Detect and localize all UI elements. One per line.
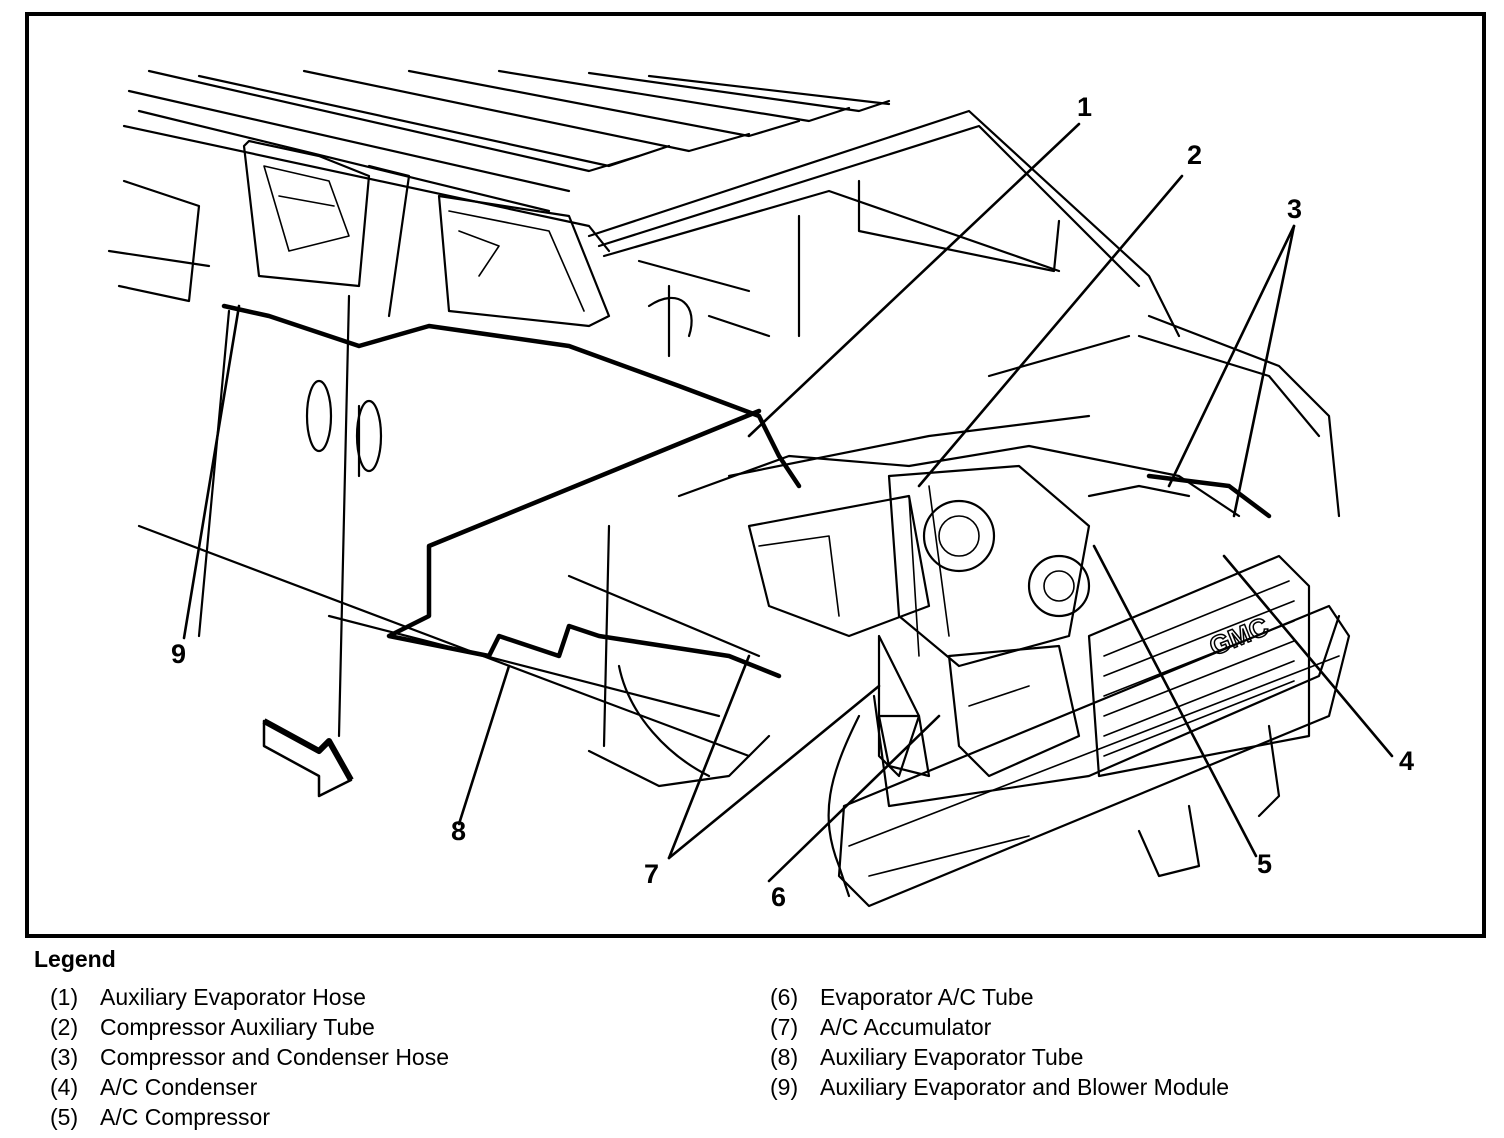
callout-5: 5: [1257, 849, 1273, 879]
leader-4: [1222, 554, 1394, 758]
leader-3a: [1167, 224, 1296, 488]
leader-8: [457, 664, 511, 826]
body-side: [137, 294, 861, 898]
vehicle-line-drawing: GMC: [107, 69, 1394, 908]
legend-label: A/C Condenser: [100, 1074, 258, 1100]
legend-label: Auxiliary Evaporator Hose: [100, 984, 366, 1010]
diagram-frame: GMC 1 2 3 4: [25, 12, 1486, 938]
callout-7: 7: [644, 859, 660, 889]
leader-9: [182, 304, 241, 640]
callout-1: 1: [1077, 92, 1093, 122]
legend-number: (2): [50, 1014, 79, 1040]
front-of-vehicle-arrow-icon: [262, 718, 354, 798]
legend-item: (4) A/C Condenser: [50, 1072, 449, 1102]
legend-item: (6) Evaporator A/C Tube: [770, 982, 1229, 1012]
legend-number: (1): [50, 984, 79, 1010]
leader-lines: [182, 122, 1394, 883]
legend-number: (6): [770, 984, 799, 1010]
callout-6: 6: [771, 882, 787, 912]
legend-item: (3) Compressor and Condenser Hose: [50, 1042, 449, 1072]
legend-column-right: (6) Evaporator A/C Tube (7) A/C Accumulato…: [770, 982, 1229, 1102]
legend-label: A/C Accumulator: [820, 1014, 992, 1040]
cab-body: [107, 109, 1181, 358]
legend-title: Legend: [34, 946, 116, 972]
legend-item: (9) Auxiliary Evaporator and Blower Modul…: [770, 1072, 1229, 1102]
callout-8: 8: [451, 816, 467, 846]
legend-number: (7): [770, 1014, 799, 1040]
leader-5: [1092, 544, 1258, 858]
legend-item: (5) A/C Compressor: [50, 1102, 449, 1132]
legend-label: Compressor and Condenser Hose: [100, 1044, 450, 1070]
legend-label: A/C Compressor: [100, 1104, 270, 1130]
hood-fender: [727, 314, 1341, 518]
callout-2: 2: [1187, 140, 1203, 170]
legend-label: Auxiliary Evaporator and Blower Module: [820, 1074, 1230, 1100]
leader-3b: [1232, 224, 1296, 518]
leader-7a: [667, 654, 751, 860]
leader-7b: [667, 684, 881, 860]
legend-label: Auxiliary Evaporator Tube: [820, 1044, 1084, 1070]
legend-item: (1) Auxiliary Evaporator Hose: [50, 982, 449, 1012]
legend-number: (8): [770, 1044, 799, 1070]
roof-lines: [122, 69, 891, 253]
legend-item: (7) A/C Accumulator: [770, 1012, 1229, 1042]
leader-6: [767, 714, 941, 883]
legend-item: (8) Auxiliary Evaporator Tube: [770, 1042, 1229, 1072]
leader-1: [747, 122, 1081, 438]
legend-item: (2) Compressor Auxiliary Tube: [50, 1012, 449, 1042]
legend-label: Compressor Auxiliary Tube: [100, 1014, 375, 1040]
legend-number: (3): [50, 1044, 79, 1070]
callout-3: 3: [1287, 194, 1303, 224]
legend-number: (4): [50, 1074, 79, 1100]
legend-column-left: (1) Auxiliary Evaporator Hose (2) Compress…: [50, 982, 449, 1132]
legend-number: (9): [770, 1074, 799, 1100]
legend-number: (5): [50, 1104, 79, 1130]
auxiliary-evaporator-tube: [221, 303, 802, 679]
legend-label: Evaporator A/C Tube: [820, 984, 1034, 1010]
callout-9: 9: [171, 639, 187, 669]
callout-4: 4: [1399, 746, 1415, 776]
leader-2: [917, 174, 1184, 488]
